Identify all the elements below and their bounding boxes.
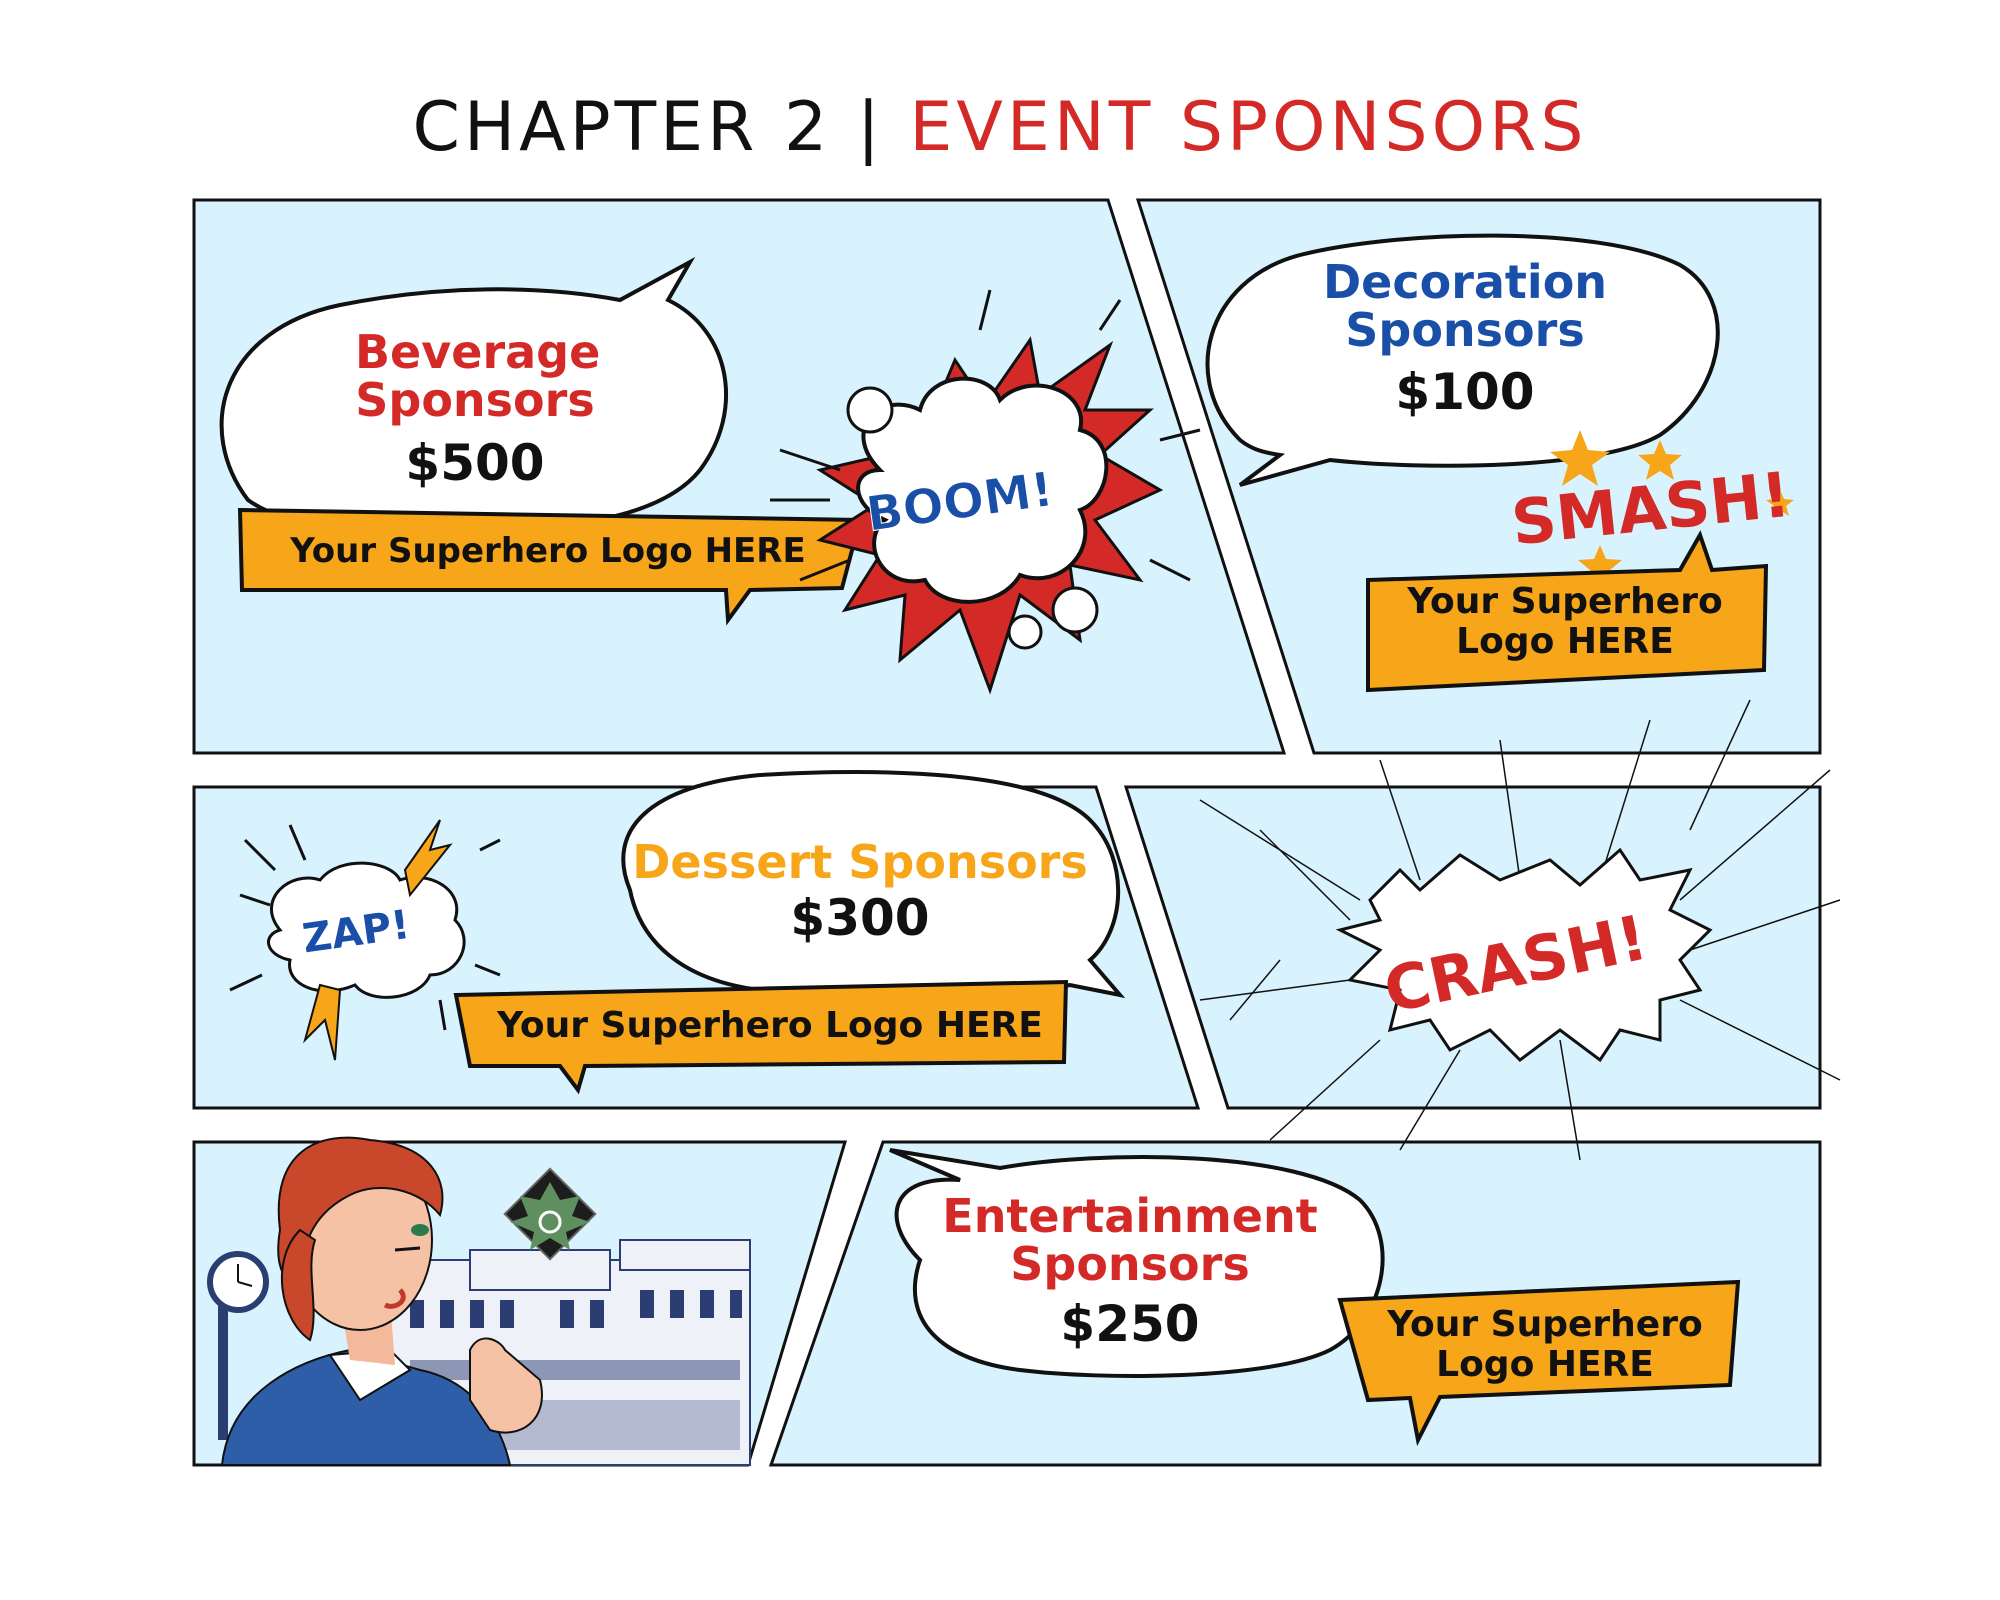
entertainment-logo-line1: Your Superhero <box>1387 1304 1703 1345</box>
decoration-name-line2: Sponsors <box>1345 303 1585 358</box>
dessert-logo-banner <box>453 979 1069 1095</box>
boom-burst: BOOM! <box>770 289 1201 695</box>
title-chapter: CHAPTER 2 | <box>412 88 910 167</box>
dessert-sponsor-name: Dessert Sponsors <box>632 835 1088 889</box>
entertainment-price: $250 <box>1060 1295 1200 1353</box>
entertainment-logo-banner <box>1337 1279 1741 1447</box>
entertainment-name-line2: Sponsors <box>1010 1237 1250 1292</box>
beverage-sponsor-name: Beverage Sponsors <box>355 325 601 428</box>
decoration-logo-placeholder: Your Superhero Logo HERE <box>1385 582 1745 661</box>
beverage-name-line1: Beverage <box>355 325 601 379</box>
decoration-logo-banner <box>1366 530 1769 693</box>
beverage-price: $500 <box>405 434 545 492</box>
entertainment-speech-bubble <box>889 1148 1385 1378</box>
entertainment-sponsor-name: Entertainment Sponsors <box>930 1192 1330 1289</box>
decoration-logo-line1: Your Superhero <box>1407 581 1723 622</box>
crash-burst: CRASH! <box>1199 699 1841 1161</box>
beverage-name-line2: Sponsors <box>355 373 595 428</box>
decoration-speech-bubble <box>1205 233 1720 487</box>
decoration-name-line1: Decoration <box>1322 255 1608 309</box>
decoration-price: $100 <box>1395 363 1535 421</box>
decoration-sponsor-name: Decoration Sponsors <box>1320 258 1610 355</box>
entertainment-logo-line2: Logo HERE <box>1436 1343 1654 1385</box>
page-title: CHAPTER 2 | EVENT SPONSORS <box>0 88 2000 167</box>
hero-illustration <box>207 1136 751 1466</box>
decoration-logo-line2: Logo HERE <box>1456 620 1674 662</box>
dessert-price: $300 <box>790 889 930 947</box>
title-event-sponsors: EVENT SPONSORS <box>909 88 1588 167</box>
entertainment-name-line1: Entertainment <box>942 1189 1318 1243</box>
dessert-logo-placeholder: Your Superhero Logo HERE <box>497 1005 1043 1046</box>
beverage-logo-placeholder: Your Superhero Logo HERE <box>290 531 806 571</box>
entertainment-logo-placeholder: Your Superhero Logo HERE <box>1370 1305 1720 1384</box>
zap-burst: ZAP! <box>229 819 501 1061</box>
maple-leaf-logo-icon <box>503 1167 597 1261</box>
